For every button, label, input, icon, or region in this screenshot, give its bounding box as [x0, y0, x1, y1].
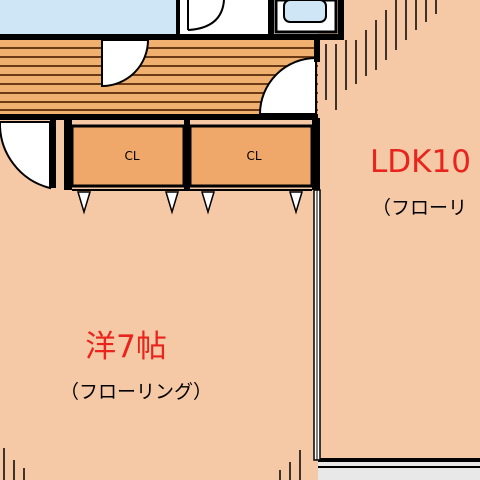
- room-door-swing: [0, 121, 51, 190]
- wall-hatching-top: [325, 0, 437, 110]
- western-room-floor-type: （フローリング）: [60, 381, 212, 403]
- bath-door-arc: [187, 0, 225, 31]
- closet-right-label: CL: [246, 149, 261, 163]
- sink-basin: [283, 0, 327, 23]
- ldk-door-swing: [258, 56, 317, 115]
- ldk-floor-type: （フローリ: [372, 197, 467, 219]
- hall-door-swing: [101, 39, 150, 88]
- ldk-floor: [318, 0, 480, 462]
- wall-hatching-bottom: [3, 448, 301, 480]
- ldk-name: LDK10: [370, 144, 471, 180]
- western-room-name: 洋7帖: [85, 329, 167, 365]
- closet-door-marks: [76, 191, 304, 215]
- closet-left-label: CL: [124, 149, 139, 163]
- bathroom-floor: [0, 0, 178, 36]
